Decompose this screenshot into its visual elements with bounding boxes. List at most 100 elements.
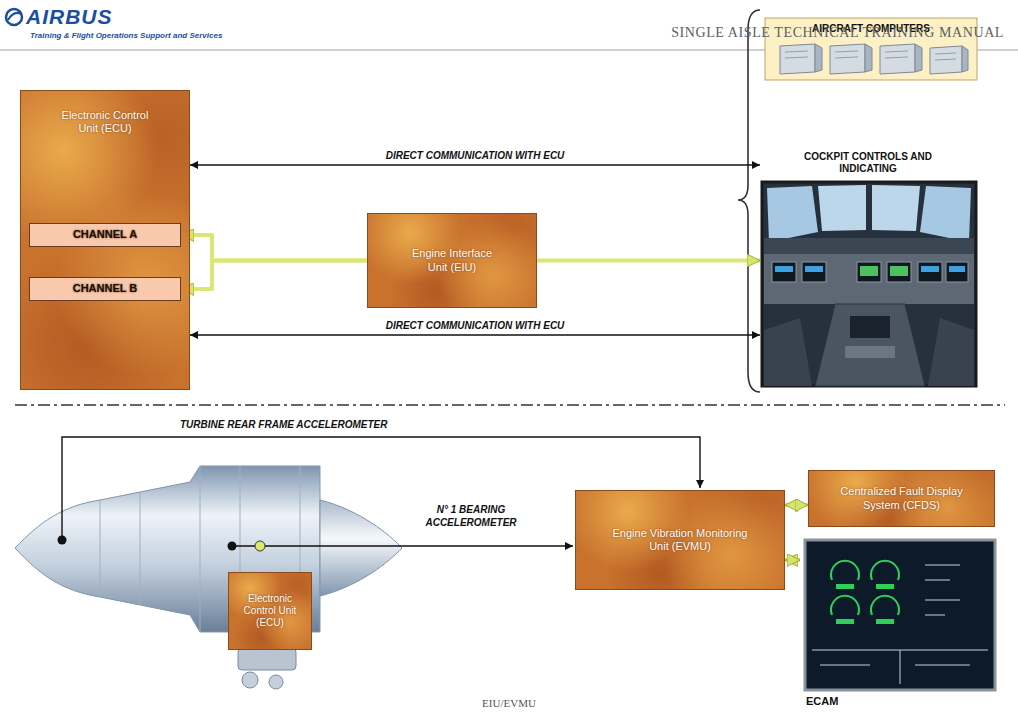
- computers-illustration: [935, 59, 956, 60]
- cockpit-photo: [857, 262, 881, 282]
- cockpit-photo: [850, 316, 890, 338]
- sensor-label: TURBINE REAR FRAME ACCELEROMETER: [180, 419, 387, 430]
- cockpit-photo: [921, 266, 939, 272]
- connector-label: DIRECT COMMUNICATION WITH ECU: [384, 320, 567, 331]
- ecam-display: [820, 665, 870, 666]
- ecam-display: [831, 561, 899, 615]
- ecam-display: [925, 580, 950, 581]
- ecam-display: [812, 565, 988, 684]
- ecam-display: [836, 584, 894, 624]
- node-text: CHANNEL B: [35, 282, 175, 295]
- connector-label: DIRECT COMMUNICATION WITH ECU: [384, 150, 567, 161]
- connector-arrow: [181, 235, 367, 261]
- fault-display-box: Centralized Fault Display System (CFDS): [808, 470, 995, 527]
- ecam-display: [925, 565, 960, 566]
- cockpit-photo: [918, 262, 942, 282]
- accelerometer-leaders: [228, 542, 237, 551]
- computers-illustration: [785, 51, 956, 60]
- engine-illustration: [200, 466, 201, 632]
- engine-illustration: [15, 466, 320, 632]
- connector-arrow: [181, 261, 367, 290]
- computers-illustration: [830, 44, 865, 74]
- engine-illustration: [269, 675, 283, 689]
- ecam-display: [900, 650, 901, 684]
- cockpit-photo: [815, 304, 925, 386]
- cockpit-photo: [772, 262, 796, 282]
- ecam-display: [805, 540, 995, 690]
- monitoring-unit-box: Engine Vibration Monitoring Unit (EVMU): [575, 490, 785, 590]
- cockpit-photo: [764, 254, 974, 304]
- computers-illustration: [785, 51, 808, 52]
- node-text: CHANNEL A: [35, 228, 175, 241]
- computers-illustration: [780, 44, 815, 74]
- cockpit-photo: [845, 346, 895, 358]
- computers-illustration: [835, 57, 858, 58]
- ecam-display: [925, 600, 960, 601]
- engine-illustration: [100, 500, 101, 597]
- ecam-display: [871, 561, 899, 580]
- cockpit-panel: COCKPIT CONTROLS AND INDICATING: [760, 148, 976, 386]
- computers-illustration: [885, 51, 908, 52]
- accelerometer-leaders: [255, 541, 265, 551]
- cockpit-photo: [764, 238, 974, 254]
- cockpit-photo: [764, 318, 812, 386]
- node-text: Electronic Control Unit (ECU): [231, 593, 309, 629]
- section-divider: [15, 404, 1005, 406]
- cockpit-photo: [772, 262, 968, 282]
- connector-arrow: [785, 558, 800, 562]
- ecam-display: [836, 584, 854, 589]
- node-text: Centralized Fault Display System (CFDS): [827, 485, 977, 511]
- airbus-logo-swirl: [6, 9, 22, 25]
- computers-illustration: [885, 57, 908, 58]
- accelerometer-leaders: [58, 536, 67, 545]
- control-unit-box: Electronic Control Unit (ECU)CHANNEL ACH…: [20, 90, 190, 390]
- cockpit-photo: [887, 262, 911, 282]
- sensor-label: N° 1 BEARING ACCELEROMETER: [415, 504, 527, 529]
- computers-illustration: [915, 44, 922, 72]
- ecam-display: [831, 561, 859, 580]
- engine-illustration: [140, 492, 141, 605]
- ecam-screen: ECAM: [800, 540, 995, 712]
- cockpit-photo: [860, 266, 878, 276]
- manual-title: SINGLE AISLE TECHNICAL TRAINING MANUAL: [671, 25, 1004, 41]
- cockpit-photo: [762, 182, 976, 386]
- computers-illustration: [930, 46, 962, 74]
- connector-arrow: [190, 164, 760, 165]
- cockpit-photo: [767, 186, 818, 242]
- computers-illustration: [780, 44, 968, 74]
- node-text: Engine Vibration Monitoring Unit (EVMU): [610, 527, 750, 553]
- ecam-display: [831, 596, 859, 615]
- ecam-display: [836, 619, 854, 624]
- brand-logo: AIRBUS: [26, 5, 113, 29]
- engine-illustration: [320, 500, 402, 596]
- cockpit-photo: [818, 185, 866, 231]
- cockpit-photo: [872, 185, 920, 231]
- cockpit-photo: [805, 266, 823, 272]
- engine-illustration: [15, 466, 402, 689]
- cockpit-photo: [802, 262, 826, 282]
- channel-box: CHANNEL B: [29, 277, 181, 301]
- ecam-display: [876, 584, 894, 589]
- cockpit-photo: [949, 266, 965, 272]
- node-text: ECAM: [806, 695, 866, 708]
- computers-illustration: [835, 51, 858, 52]
- connector-arrow: [785, 503, 808, 507]
- engine-illustration: [242, 672, 258, 688]
- computers-illustration: [815, 44, 822, 72]
- cockpit-photo: [860, 266, 908, 276]
- airbus-logo-swirl: [8, 13, 21, 20]
- cockpit-photo: [928, 318, 974, 386]
- connector-arrow: [190, 334, 760, 335]
- ecam-display: [876, 619, 894, 624]
- cockpit-photo: [775, 266, 793, 272]
- computers-illustration: [935, 53, 956, 54]
- node-text: Engine Interface Unit (EIU): [402, 247, 502, 273]
- ecam-display: [805, 540, 995, 690]
- brand-tagline: Training & Flight Operations Support and…: [30, 31, 222, 40]
- accelerometer-leaders: [236, 545, 573, 546]
- figure-caption: EIU/EVMU: [482, 697, 536, 709]
- computers-illustration: [962, 46, 968, 72]
- cockpit-photo: [890, 266, 908, 276]
